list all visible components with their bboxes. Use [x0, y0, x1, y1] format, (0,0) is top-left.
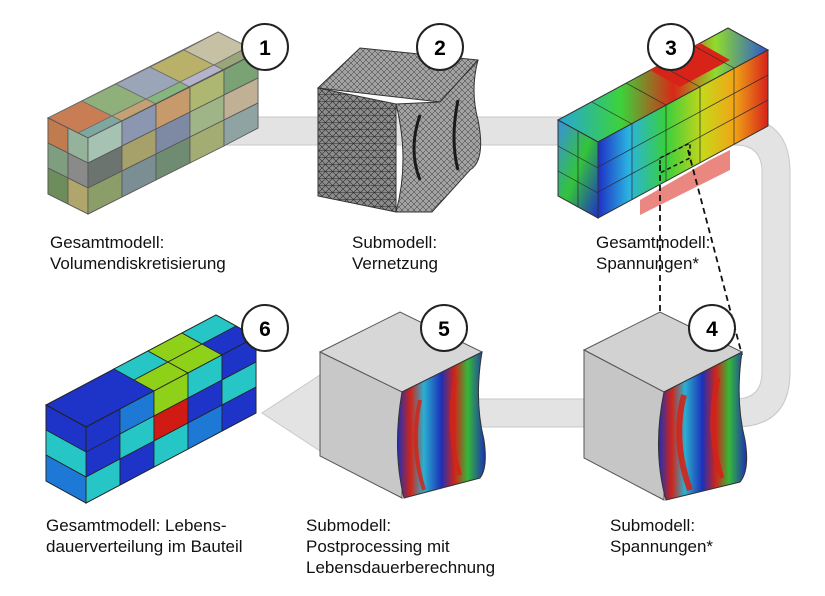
badge-1-number: 1 — [259, 37, 271, 60]
badge-5-number: 5 — [438, 318, 450, 341]
caption-step-6: Gesamtmodell: Lebens- dauerverteilung im… — [46, 515, 243, 557]
caption-step-6-line-2: dauerverteilung im Bauteil — [46, 537, 243, 556]
caption-step-5-line-2: Postprocessing mit — [306, 537, 450, 556]
badge-3-number: 3 — [665, 37, 677, 60]
model-5-postprocessing-cube — [318, 311, 486, 499]
badge-4: 4 — [688, 304, 736, 352]
badge-6: 6 — [241, 304, 289, 352]
caption-step-1-line-1: Gesamtmodell: — [50, 233, 165, 252]
badge-4-number: 4 — [706, 318, 718, 341]
model-6-life-distribution-block — [44, 314, 258, 504]
caption-step-1: Gesamtmodell: Volumendiskretisierung — [50, 232, 226, 274]
model-1-voxel-block — [46, 31, 260, 215]
caption-step-3-line-1: Gesamtmodell: — [596, 233, 711, 252]
caption-step-5-line-3: Lebensdauerberechnung — [306, 558, 496, 577]
caption-step-4-line-2: Spannungen* — [610, 537, 714, 556]
badge-2-number: 2 — [434, 37, 446, 60]
caption-step-5: Submodell: Postprocessing mit Lebensdaue… — [306, 515, 495, 578]
badge-6-number: 6 — [259, 318, 271, 341]
model-3-stress-block — [556, 27, 770, 219]
caption-step-2-line-1: Submodell: — [352, 233, 438, 252]
caption-step-4: Submodell: Spannungen* — [610, 515, 713, 557]
caption-step-3-line-2: Spannungen* — [596, 254, 700, 273]
caption-step-1-line-2: Volumendiskretisierung — [50, 254, 226, 273]
badge-3: 3 — [647, 23, 695, 71]
badge-2: 2 — [416, 23, 464, 71]
model-4-stress-cube — [582, 311, 748, 501]
caption-step-2-line-2: Vernetzung — [352, 254, 439, 273]
caption-step-5-line-1: Submodell: — [306, 516, 392, 535]
badge-1: 1 — [241, 23, 289, 71]
badge-5: 5 — [420, 304, 468, 352]
caption-step-6-line-1: Gesamtmodell: Lebens- — [46, 516, 227, 535]
caption-step-2: Submodell: Vernetzung — [352, 232, 438, 274]
caption-step-4-line-1: Submodell: — [610, 516, 696, 535]
caption-step-3: Gesamtmodell: Spannungen* — [596, 232, 710, 274]
